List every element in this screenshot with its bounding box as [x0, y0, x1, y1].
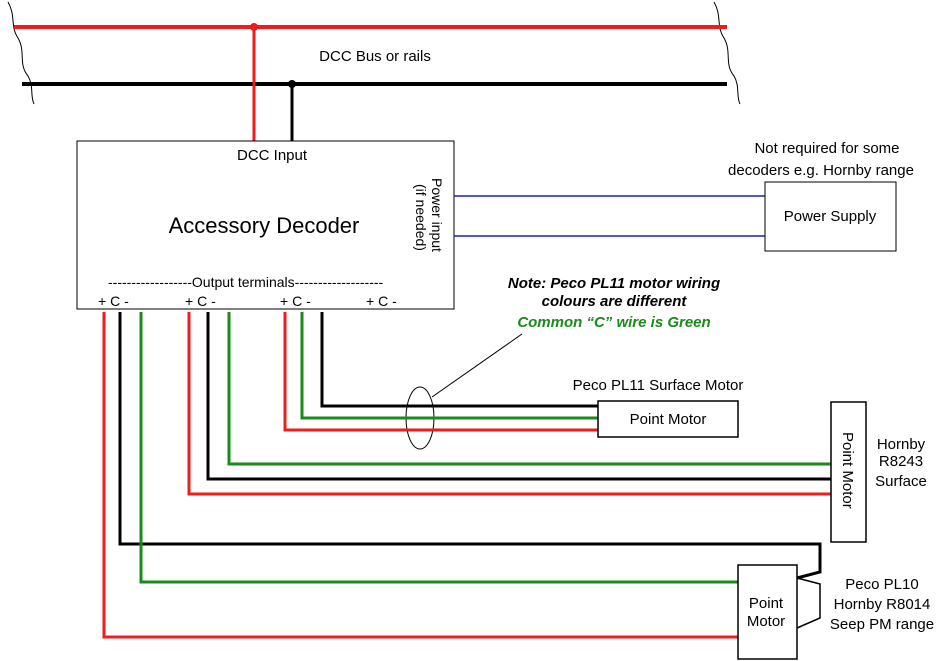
- terminal-group-1: + C -: [98, 293, 129, 309]
- bus-label: DCC Bus or rails: [319, 48, 431, 65]
- output-terminals-label: ------------------Output terminals------…: [108, 274, 384, 290]
- power-supply: Power Supply Not required for some decod…: [454, 140, 914, 252]
- wire-pl11-black: [320, 312, 598, 408]
- dcc-bus: DCC Bus or rails: [7, 1, 741, 105]
- wire-r8243-red: [187, 312, 831, 496]
- peco-pl10-caption-line1: Peco PL10: [845, 576, 918, 593]
- wire-pl10-red: [102, 312, 738, 639]
- terminal-group-3: + C -: [280, 293, 311, 309]
- wires-peco-pl11: [283, 312, 598, 432]
- decoder-box: [76, 140, 455, 310]
- hornby-r8243-motor: Point Motor Hornby R8243 Surface: [830, 401, 927, 543]
- bus-break-left: [7, 1, 35, 105]
- terminal-group-4: + C -: [366, 293, 397, 309]
- accessory-decoder: DCC Input Accessory Decoder Power input …: [76, 140, 455, 310]
- peco-pl10-caption-line3: Seep PM range: [830, 616, 934, 633]
- note-line3: Common “C” wire is Green: [517, 314, 710, 331]
- note-line2: colours are different: [542, 293, 688, 310]
- wire-r8243-green: [227, 312, 831, 466]
- decoder-input-label: DCC Input: [237, 147, 308, 164]
- wire-pl10-green: [139, 312, 738, 584]
- peco-pl10-motor-label-line1: Point: [749, 595, 784, 612]
- wire-pl10-black: [118, 312, 822, 580]
- peco-pl11-motor-box: [597, 400, 739, 438]
- hornby-r8243-caption-line1: Hornby: [877, 436, 926, 453]
- peco-pl11-motor: Point Motor Peco PL11 Surface Motor: [573, 377, 744, 438]
- peco-pl10-motor-bracket: [796, 577, 821, 629]
- peco-pl11-caption: Peco PL11 Surface Motor: [573, 377, 744, 394]
- hornby-r8243-caption-line3: Surface: [875, 473, 927, 490]
- decoder-title: Accessory Decoder: [169, 213, 360, 238]
- note-pointer-line: [431, 333, 523, 398]
- hornby-r8243-caption-line2: R8243: [879, 453, 923, 470]
- hornby-r8243-motor-label: Point Motor: [839, 432, 856, 509]
- terminal-group-2: + C -: [185, 293, 216, 309]
- peco-pl10-caption-line2: Hornby R8014: [834, 596, 931, 613]
- power-supply-note-line1: Not required for some: [754, 140, 899, 157]
- bus-break-right: [713, 1, 741, 105]
- power-supply-note-line2: decoders e.g. Hornby range: [728, 162, 914, 179]
- power-supply-box: [764, 181, 897, 252]
- peco-pl10-motor-label-line2: Motor: [747, 613, 785, 630]
- peco-pl10-motor-box: [737, 564, 798, 660]
- note-line1: Note: Peco PL11 motor wiring: [508, 275, 720, 292]
- wires-peco-pl10: [102, 312, 822, 639]
- power-supply-label: Power Supply: [784, 208, 877, 225]
- peco-pl11-motor-label: Point Motor: [630, 411, 707, 428]
- wire-pl11-green: [300, 312, 598, 420]
- power-input-label-line2: (if needed): [413, 184, 429, 251]
- wire-pl11-red: [283, 312, 598, 432]
- peco-pl10-motor: Point Motor Peco PL10 Hornby R8014 Seep …: [737, 564, 934, 660]
- wires-hornby-r8243: [187, 312, 831, 496]
- hornby-r8243-motor-box: [830, 401, 867, 543]
- power-input-label-line1: Power input: [429, 178, 445, 252]
- wire-r8243-black: [206, 312, 831, 481]
